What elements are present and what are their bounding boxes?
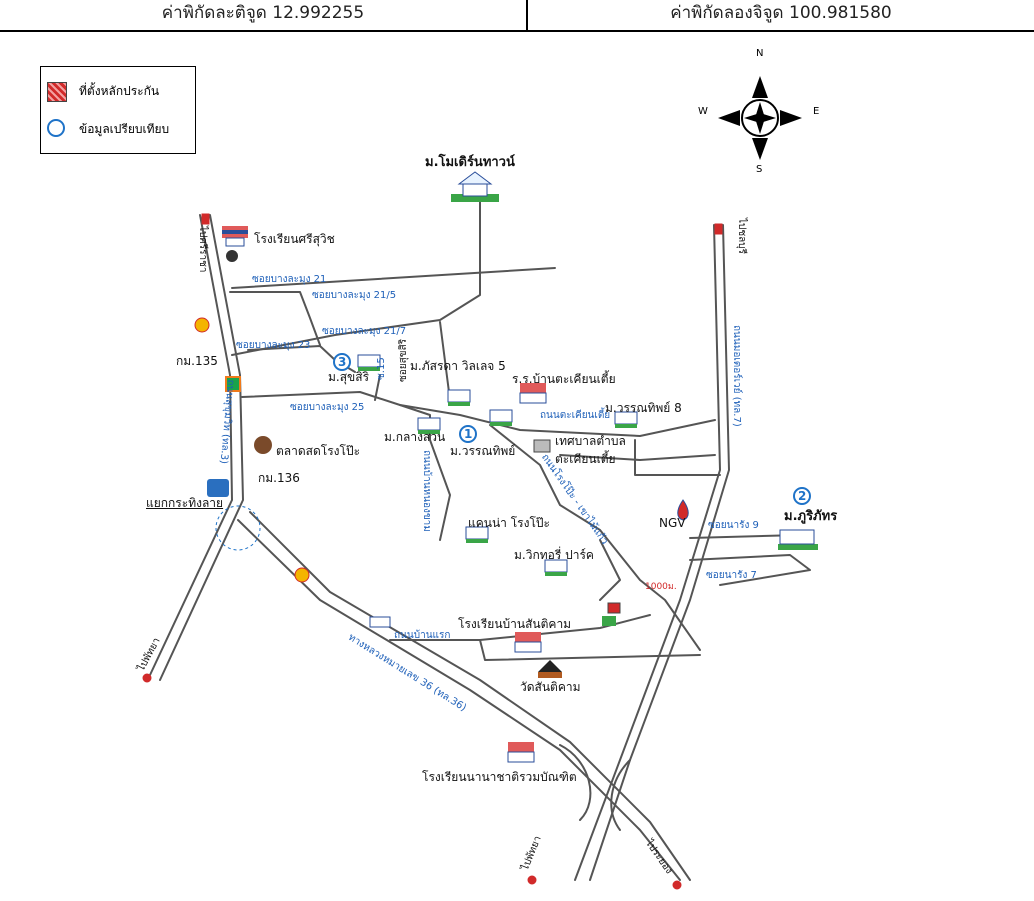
road-bang-lamung-23: ซอยบางละมุง 23	[236, 340, 311, 351]
house-icon	[451, 171, 499, 202]
intersection-sign-icon	[207, 479, 229, 497]
house-phatsada-icon	[447, 389, 471, 406]
legend-comparison-label: ข้อมูลเปรียบเทียบ	[79, 122, 170, 136]
bus-stop-icon	[369, 616, 391, 628]
market-icon	[254, 436, 272, 454]
arrow-sriracha-icon	[201, 213, 210, 225]
road-to-sriracha: ไปศรีราชา	[197, 226, 208, 273]
legend-collateral-label: ที่ตั้งหลักประกัน	[79, 84, 160, 98]
road-soi-suksiri: ซอยสุขสิริ	[398, 338, 409, 382]
collateral-swatch-icon	[47, 82, 67, 102]
cafe-icon	[226, 250, 238, 262]
road-bang-lamung-21: ซอยบางละมุง 21	[252, 274, 327, 285]
compass-n: N	[756, 48, 764, 59]
label-municipality-2: ตะเคียนเตี้ย	[555, 452, 616, 466]
compass-s: S	[756, 164, 763, 175]
label-municipality-1: เทศบาลตำบล	[555, 434, 626, 448]
school-takhian-icon	[519, 383, 547, 404]
marker-1-label: 1	[464, 427, 473, 441]
house-victory-icon	[544, 559, 568, 576]
label-srisuwit-school: โรงเรียนศรีสุวิช	[254, 232, 335, 246]
longitude-label: ค่าพิกัดลองจิจูด 100.981580	[670, 3, 892, 23]
road-ban-krok: ถนนบ้านแรก	[394, 630, 451, 641]
marker-1-icon	[459, 425, 477, 443]
comparison-swatch-icon	[47, 119, 65, 137]
collateral-house-icon	[602, 616, 616, 626]
coordinate-header: ค่าพิกัดละติจูด 12.992255 ค่าพิกัดลองจิจ…	[0, 0, 1034, 32]
label-ngv: NGV	[659, 516, 686, 530]
poi-icons	[194, 171, 818, 763]
compass-w: W	[698, 106, 708, 117]
house-wanthip8-icon	[614, 411, 638, 428]
house-klangsuan-icon	[417, 417, 441, 434]
label-wat-santikham: วัดสันติคาม	[520, 680, 581, 694]
label-victory: ม.วิกทอรี่ ปาร์ค	[514, 548, 594, 562]
comparison-markers	[333, 353, 811, 505]
road-soi-narang-9: ซอยนารัง 9	[708, 520, 759, 531]
school-santikham-icon	[514, 632, 542, 653]
label-kratinglai: แยกกระทิงลาย	[146, 496, 224, 510]
house-canna-icon	[465, 526, 489, 543]
road-bang-lamung-21-5: ซอยบางละมุง 21/5	[312, 290, 397, 301]
label-phatsada: ม.ภัสรดา วิลเลจ 5	[410, 359, 506, 373]
road-bang-lamung-21-7: ซอยบางละมุง 21/7	[322, 326, 407, 337]
label-santikham-school: โรงเรียนบ้านสันติคาม	[458, 617, 572, 631]
label-distance: 1000ม.	[645, 582, 677, 592]
label-moderntown: ม.โมเดิร์นทาวน์	[425, 155, 515, 170]
ngv-station-icon	[677, 499, 689, 521]
direction-arrows	[142, 213, 723, 890]
road-motorway: ถนนมอเตอร์เวย์ (ทล.7)	[731, 325, 742, 427]
junction-highlight-icon	[215, 505, 261, 551]
label-wanthip: ม.วรรณทิพย์	[450, 444, 516, 458]
shell-station-icon	[194, 317, 210, 333]
label-wanthip8: ม.วรรณทิพย์ 8	[605, 401, 682, 415]
compass-icon	[718, 76, 802, 160]
road-network	[149, 179, 811, 881]
label-suksiri: ม.สุขสิริ	[328, 370, 370, 384]
compass-e: E	[813, 106, 820, 117]
house-wanthip-icon	[489, 409, 513, 426]
road-soi-15: ซ.15	[376, 357, 387, 380]
latitude-label: ค่าพิกัดละติจูด 12.992255	[161, 3, 365, 23]
label-intl-school: โรงเรียนนานาชาติรวมบัณฑิต	[422, 770, 577, 784]
label-canna: แคนน่า โรงโป๊ะ	[468, 516, 550, 530]
arrow-chonburi-icon	[714, 223, 723, 235]
house-poriphat-icon	[778, 529, 818, 550]
legend-box: ที่ตั้งหลักประกัน ข้อมูลเปรียบเทียบ	[40, 66, 196, 154]
marker-3-icon	[333, 353, 351, 371]
arrow-rayong-icon	[672, 880, 682, 890]
label-poriphat: ม.ภูริภัทร	[784, 509, 838, 524]
school-flag-icon	[222, 226, 248, 247]
label-klangsuan: ม.กลางสวน	[384, 430, 446, 444]
road-bang-lamung-25: ซอยบางละมุง 25	[290, 402, 365, 413]
label-takhian-school: ร.ร.บ้านตะเคียนเตี้ย	[512, 372, 616, 386]
collateral-location-icon	[607, 602, 621, 614]
road-to-chonburi: ไปชลบุรี	[736, 218, 747, 255]
marker-3-label: 3	[338, 355, 347, 369]
municipality-icon	[533, 439, 551, 453]
header-divider	[526, 0, 528, 32]
marker-2-icon	[793, 487, 811, 505]
arrow-pattaya2-icon	[527, 875, 537, 885]
road-ban-nong-kham: ถนนบ้านหนองขาม	[421, 450, 432, 532]
marker-2-label: 2	[798, 489, 807, 503]
seven-eleven-icon	[225, 376, 241, 392]
label-market: ตลาดสดโรงโป๊ะ	[276, 444, 361, 458]
temple-icon	[538, 660, 562, 678]
label-km135: กม.135	[176, 354, 218, 368]
house-3-icon	[357, 354, 381, 371]
arrow-pattaya1-icon	[142, 673, 152, 683]
road-takhian: ถนนตะเคียนเตี้ย	[540, 410, 611, 421]
label-km136: กม.136	[258, 471, 300, 485]
school-intl-icon	[507, 742, 535, 763]
road-soi-narang-7: ซอยนารัง 7	[706, 570, 757, 581]
shell-station-2-icon	[294, 567, 310, 583]
